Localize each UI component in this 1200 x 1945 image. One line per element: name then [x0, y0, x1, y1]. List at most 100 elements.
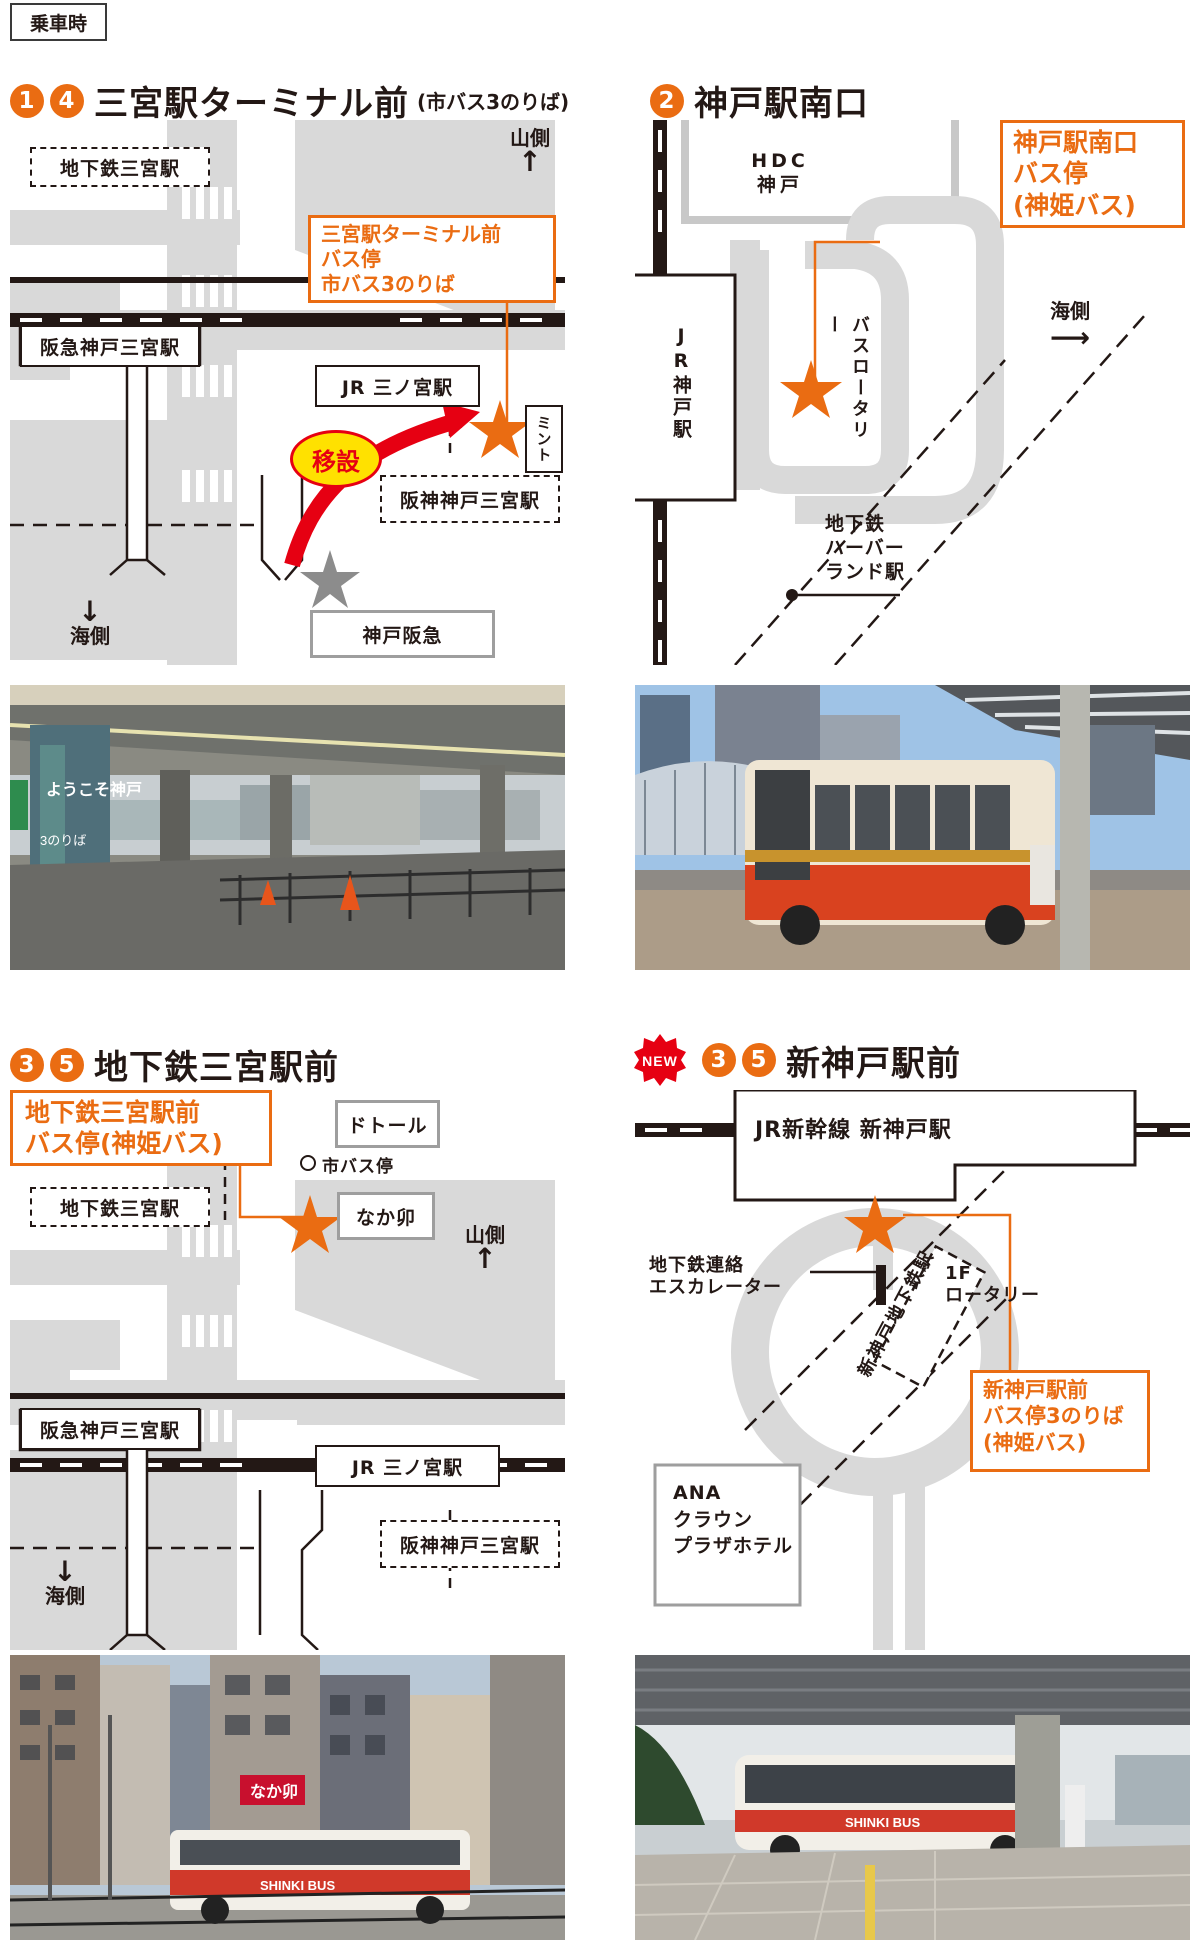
hdc-building-label: HDC 神戸 — [695, 150, 865, 198]
map-shin-kobe: JR新幹線 新神戸駅 地下鉄連絡 エスカレーター 1F ロータリー 新神戸地下鉄… — [635, 1090, 1190, 1650]
hdc-line: 神戸 — [756, 173, 803, 196]
sea-side-label: 海側 ⟶ — [1050, 295, 1090, 352]
stop-number-badge: 5 — [742, 1043, 776, 1077]
photo-1-illustration: ようこそ神戸 3のりば — [10, 685, 565, 970]
kobe-hankyu-label: 神戸阪急 — [310, 610, 495, 658]
photo-3-sign-nakau: なか卯 — [250, 1783, 298, 1801]
sea-side-label: ↓ 海側 — [45, 1555, 85, 1607]
nakau-restaurant-label: なか卯 — [337, 1192, 435, 1240]
photo-kobe-south-exit — [635, 685, 1190, 970]
hotel-line: クラウン — [673, 1508, 754, 1531]
escalator-line: 地下鉄連絡 — [649, 1255, 744, 1276]
jr-station-label: JR 三ノ宮駅 — [315, 1445, 500, 1487]
shin-kobe-station-label: JR新幹線 新神戸駅 — [755, 1118, 952, 1143]
hdc-line: HDC — [751, 150, 809, 172]
photo-4-bus-logo: SHINKI BUS — [845, 1815, 920, 1830]
section-3-heading: 地下鉄三宮駅前 — [94, 1048, 339, 1088]
rotary-line: ロータリー — [945, 1284, 1040, 1306]
callout-line: 市バス3のりば — [321, 272, 455, 296]
bus-stop-callout: 三宮駅ターミナル前 バス停 市バス3のりば — [308, 215, 556, 303]
callout-line: 三宮駅ターミナル前 — [321, 222, 501, 246]
jr-station-label: JR 三ノ宮駅 — [315, 365, 480, 407]
callout-line: バス停3のりば — [983, 1404, 1124, 1429]
subway-escalator-label: 地下鉄連絡 エスカレーター — [649, 1255, 782, 1298]
section-4-heading: 新神戸駅前 — [786, 1043, 961, 1084]
callout-line: バス停 — [321, 247, 381, 271]
callout-line: バス停(神姫バス) — [25, 1129, 223, 1159]
photo-sannomiya-terminal: ようこそ神戸 3のりば — [10, 685, 565, 970]
photo-3-bus-logo: SHINKI BUS — [260, 1878, 335, 1893]
callout-line: (神姫バス) — [983, 1430, 1087, 1455]
section-1-heading: 三宮駅ターミナル前 — [94, 84, 409, 124]
map-kobe-south-exit: HDC 神戸 JR神戸駅 バスロータリー 山側 ⟵ 海側 ⟶ 地下鉄 ハーバー … — [635, 120, 1190, 665]
down-arrow-icon: ↓ — [53, 1555, 77, 1588]
up-arrow-icon: ↑ — [518, 145, 542, 178]
photo-shin-kobe: SHINKI BUS — [635, 1655, 1190, 1940]
hotel-line: ANA — [673, 1482, 722, 1504]
mountain-side-text: 山側 — [465, 1223, 505, 1247]
harborland-line: ランド駅 — [825, 560, 906, 583]
photo-4-illustration: SHINKI BUS — [635, 1655, 1190, 1940]
map-sannomiya-terminal: 地下鉄三宮駅 阪急神戸三宮駅 JR 三ノ宮駅 阪神神戸三宮駅 神戸阪急 ミント … — [10, 120, 565, 665]
callout-line: バス停 — [1013, 159, 1089, 189]
harborland-line: ハーバー — [825, 536, 905, 559]
subway-station-label: 地下鉄三宮駅 — [30, 1187, 210, 1227]
bus-stop-callout: 神戸駅南口 バス停 (神姫バス) — [1000, 120, 1185, 228]
up-arrow-icon: ↑ — [473, 1242, 497, 1275]
harborland-line: 地下鉄 — [825, 513, 886, 535]
callout-line: 地下鉄三宮駅前 — [25, 1098, 201, 1127]
stop-number-badge: 2 — [650, 83, 684, 118]
stop-number-badge: 3 — [10, 1047, 44, 1082]
sea-side-text: 海側 — [1050, 299, 1091, 323]
map-4-roads — [635, 1090, 1190, 1650]
photo-1-sign-platform: 3のりば — [40, 833, 86, 848]
section-3-title: 3 5 地下鉄三宮駅前 — [10, 1040, 339, 1089]
right-arrow-icon: ⟶ — [1050, 321, 1091, 354]
new-burst-icon: NEW — [634, 1034, 686, 1086]
map-1-roads — [10, 120, 565, 665]
sea-side-label: ↓ 海側 — [70, 595, 110, 648]
section-2-title: 2 神戸駅南口 — [650, 76, 869, 125]
doutor-cafe-label: ドトール — [335, 1100, 440, 1148]
stop-number-badge: 4 — [50, 83, 84, 118]
subway-station-label: 地下鉄三宮駅 — [30, 147, 210, 187]
escalator-line: エスカレーター — [649, 1276, 782, 1298]
mint-label: ミント — [534, 415, 553, 463]
new-badge-text: NEW — [642, 1053, 678, 1069]
photo-2-illustration — [635, 685, 1190, 970]
photo-subway-sannomiya: なか卯 SHINKI BUS — [10, 1655, 565, 1940]
map-2-roads — [635, 120, 1146, 665]
jr-kobe-station-label: JR神戸駅 — [670, 325, 692, 441]
hotel-line: プラザホテル — [673, 1535, 794, 1558]
callout-line: (神姫バス) — [1013, 190, 1136, 220]
callout-line: 新神戸駅前 — [983, 1378, 1088, 1402]
rotary-line: 1F — [945, 1263, 972, 1284]
bus-stop-callout: 地下鉄三宮駅前 バス停(神姫バス) — [10, 1090, 272, 1166]
mint-building: ミント — [525, 405, 563, 473]
stop-number-badge: 3 — [702, 1043, 736, 1077]
city-bus-stop-label: 市バス停 — [322, 1157, 394, 1177]
hankyu-station-label: 阪急神戸三宮駅 — [20, 325, 200, 367]
bus-rotary-label: バスロータリー — [823, 315, 870, 441]
photo-1-sign-welcome: ようこそ神戸 — [46, 780, 142, 799]
down-arrow-icon: ↓ — [78, 595, 102, 628]
stop-number-badge: 5 — [50, 1047, 84, 1082]
mountain-side-label: 山側 ↑ — [510, 128, 550, 176]
sea-side-text: 海側 — [70, 624, 110, 648]
boarding-tag: 乗車時 — [10, 3, 107, 41]
section-4-title: NEW 3 5 新神戸駅前 — [632, 1032, 961, 1088]
section-2-heading: 神戸駅南口 — [694, 84, 869, 124]
map-subway-sannomiya: 地下鉄三宮駅 阪急神戸三宮駅 JR 三ノ宮駅 阪神神戸三宮駅 ドトール 市バス停… — [10, 1090, 565, 1650]
hankyu-station-label: 阪急神戸三宮駅 — [20, 1408, 200, 1450]
moved-badge: 移設 — [290, 430, 382, 488]
section-1-title: 1 4 三宮駅ターミナル前 (市バス3のりば) — [10, 76, 569, 125]
harborland-station-label: 地下鉄 ハーバー ランド駅 — [825, 513, 905, 584]
mountain-side-label: 山側 ↑ — [465, 1225, 505, 1273]
mountain-side-text: 山側 — [510, 126, 550, 150]
ana-hotel-label: ANA クラウン プラザホテル — [673, 1480, 793, 1560]
photo-3-illustration: なか卯 SHINKI BUS — [10, 1655, 565, 1940]
stop-number-badge: 1 — [10, 83, 44, 118]
callout-line: 神戸駅南口 — [1013, 128, 1139, 157]
hanshin-station-label: 阪神神戸三宮駅 — [380, 1520, 560, 1568]
section-1-note: (市バス3のりば) — [417, 90, 570, 114]
